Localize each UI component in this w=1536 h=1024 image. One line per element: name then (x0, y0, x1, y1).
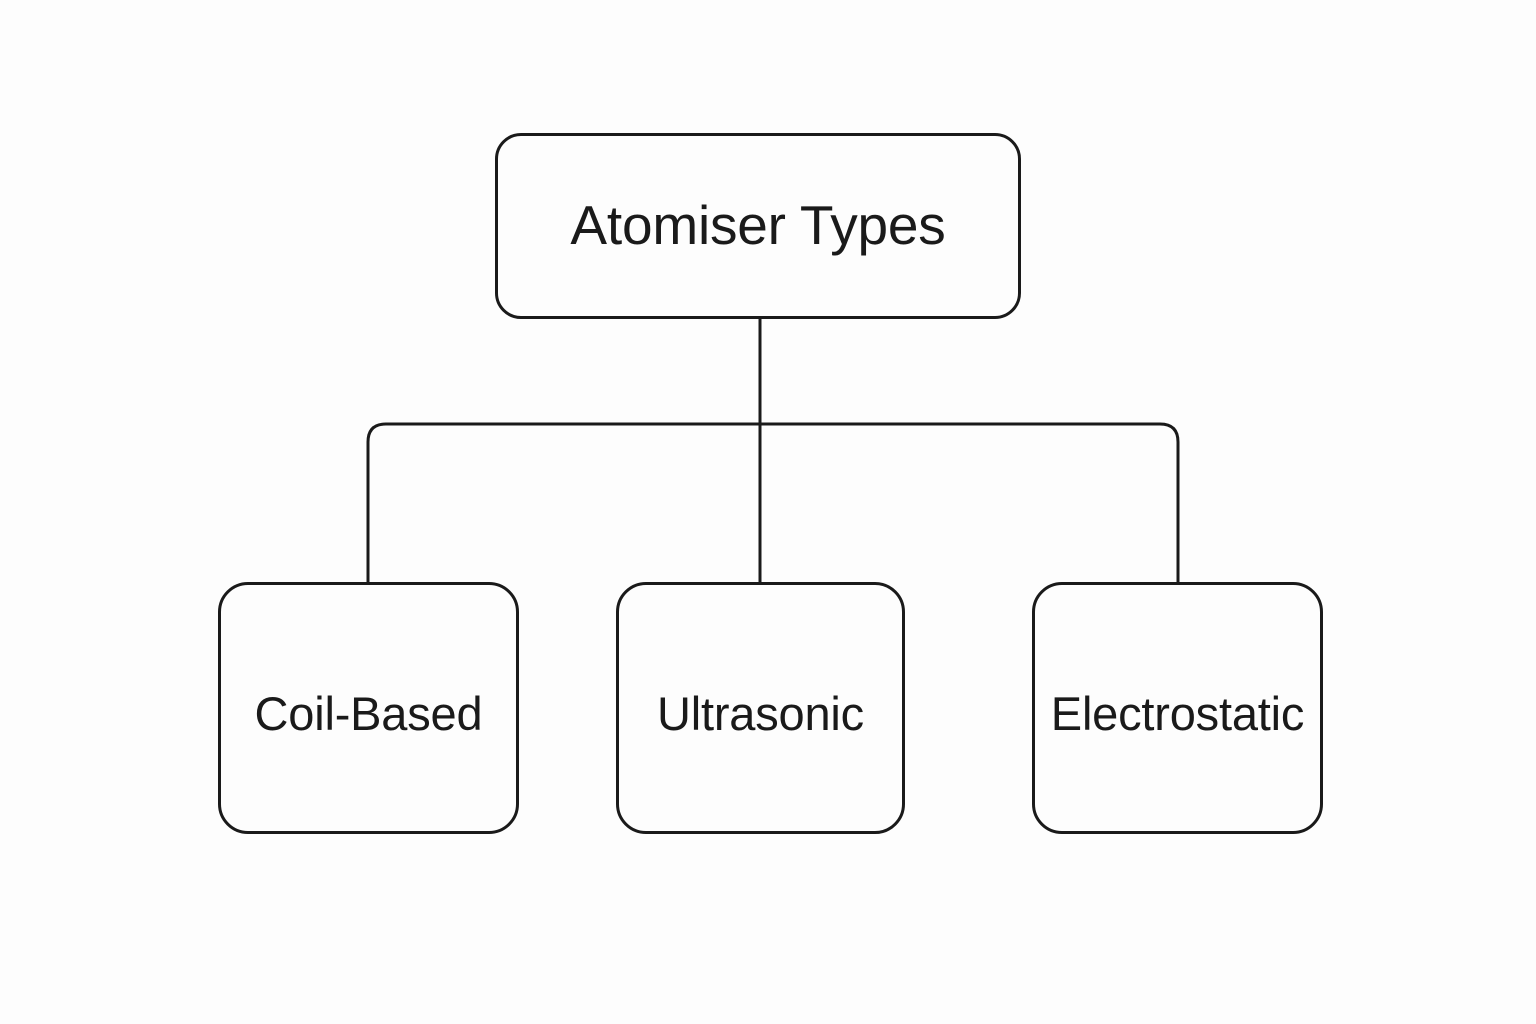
connector-root-to-coil-based (366, 422, 760, 582)
node-ultrasonic-label: Ultrasonic (657, 686, 864, 740)
node-electrostatic-label: Electrostatic (1050, 686, 1305, 740)
node-electrostatic[interactable]: Electrostatic (1032, 582, 1323, 834)
node-ultrasonic[interactable]: Ultrasonic (616, 582, 905, 834)
node-root-label: Atomiser Types (570, 193, 946, 256)
connector-root-to-electrostatic (760, 422, 1180, 582)
node-root[interactable]: Atomiser Types (495, 133, 1021, 319)
node-coil-based-label: Coil-Based (254, 686, 483, 740)
node-coil-based[interactable]: Coil-Based (218, 582, 519, 834)
